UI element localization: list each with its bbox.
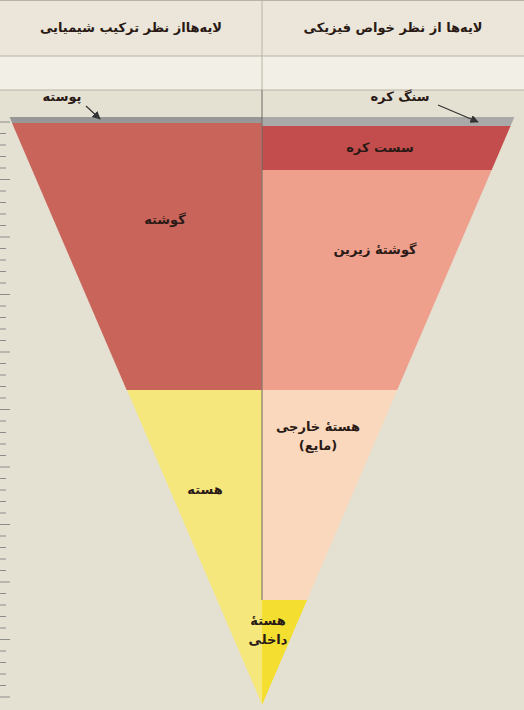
table-rule [262,0,263,90]
ruler-tick [0,202,6,203]
leader-arrow [438,105,478,122]
ruler-tick [0,478,6,479]
ruler-tick [0,306,6,307]
ruler-tick [0,168,6,169]
ruler-tick [0,490,6,491]
ruler-tick [0,386,6,387]
ruler-tick [0,352,10,353]
layer-name: هستهٔ داخلی [243,611,293,650]
ruler-tick [0,375,6,376]
ruler-tick [0,225,6,226]
leader-arrow [86,106,100,119]
ruler-tick [0,317,6,318]
ruler-tick [0,639,10,640]
layer-fill [262,126,511,170]
earth-layer: هستهٔ داخلی [262,600,307,705]
layer-label: سنگ کره [370,87,429,107]
earth-layer: هستهٔ خارجی (مایع) [262,390,397,600]
ruler-tick [0,122,10,123]
ruler-tick [0,271,6,272]
ruler-tick [0,628,6,629]
earth-layer: هسته [127,390,262,705]
ruler-tick [0,582,10,583]
ruler-tick [0,536,6,537]
lithosphere-band [262,117,514,126]
ruler-tick [0,409,10,410]
ruler-tick [0,501,6,502]
ruler-tick [0,593,6,594]
earth-layer: سست کره [262,126,511,170]
ruler-tick [0,674,6,675]
layer-fill [262,170,492,390]
ruler-tick [0,398,6,399]
ruler-tick [0,283,6,284]
column-heading: لایه‌ها از نظر خواص فیزیکی [304,18,483,38]
column-divider [262,90,263,600]
layer-shape [12,123,262,390]
ruler-tick [0,248,6,249]
layer-name: هستهٔ خارجی (مایع) [271,417,366,456]
ruler-tick [0,156,6,157]
ruler-tick [0,616,6,617]
ruler-tick [0,237,10,238]
ruler-tick [0,145,6,146]
ruler-tick [0,513,6,514]
ruler-tick [0,363,6,364]
layer-label: پوسته [42,87,81,107]
ruler-tick [0,651,6,652]
layer-fill [262,390,397,600]
layer-name: گوشتهٔ زیرین [320,240,430,260]
ruler-tick [0,294,10,295]
column-heading: لایه‌هااز نظر ترکیب شیمیایی [40,18,222,38]
earth-layer: گوشتهٔ زیرین [262,170,492,390]
ruler-tick [0,214,6,215]
ruler-tick [0,455,6,456]
ruler-tick [0,697,10,698]
ruler-tick [0,524,10,525]
ruler-tick [0,421,6,422]
ruler-tick [0,685,6,686]
ruler-tick [0,570,6,571]
ruler-tick [0,179,10,180]
ruler-tick [0,191,6,192]
layer-name: سست کره [335,138,425,158]
ruler-tick [0,133,6,134]
layer-shape [127,390,262,705]
ruler-tick [0,559,6,560]
ruler-tick [0,444,6,445]
earth-layer: گوشته [12,123,262,390]
ruler-tick [0,547,6,548]
ruler-tick [0,329,6,330]
layer-name: گوشته [125,210,205,230]
ruler-tick [0,605,6,606]
layer-shape [262,170,492,390]
crust-band [10,117,262,123]
layer-name: هسته [175,480,235,500]
layer-fill [127,390,262,705]
ruler-tick [0,662,6,663]
ruler-tick [0,432,6,433]
layer-fill [12,123,262,390]
ruler-tick [0,260,6,261]
table-rule [0,0,524,1]
ruler-tick [0,467,10,468]
ruler-tick [0,340,6,341]
